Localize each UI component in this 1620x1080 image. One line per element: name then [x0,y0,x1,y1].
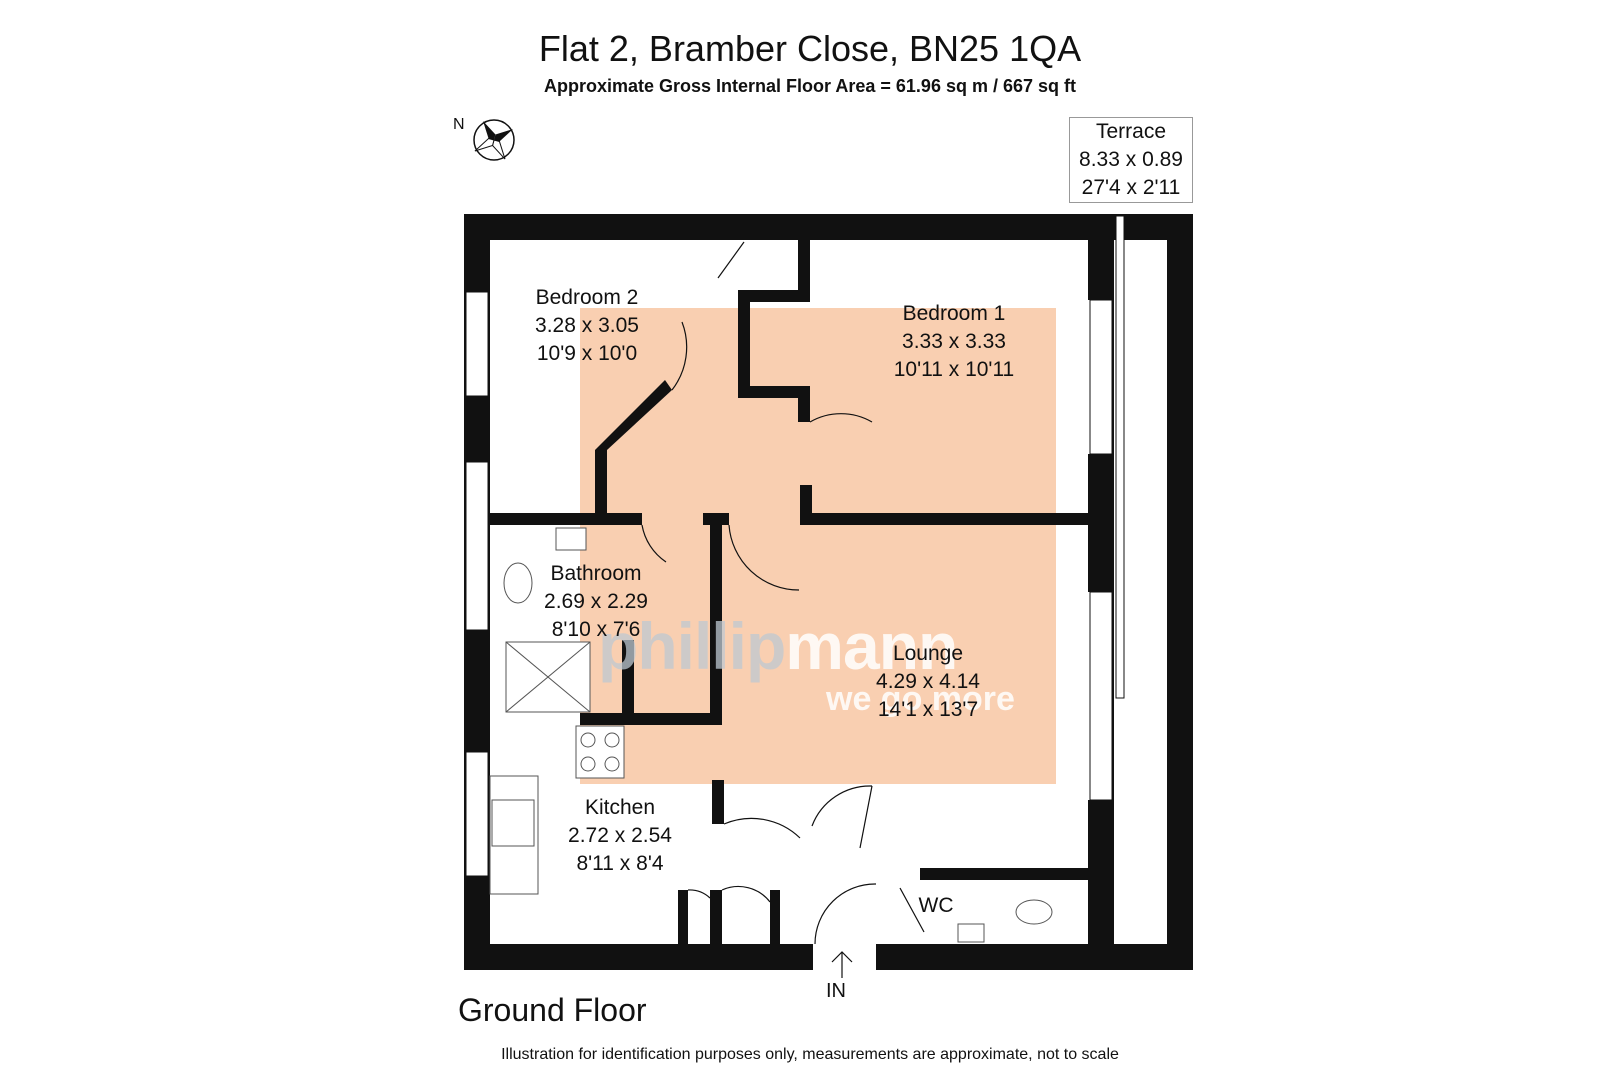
wc-sink [957,923,985,943]
entrance-arrow-icon [831,951,853,978]
windows [465,215,1125,877]
room-name: Bedroom 2 [535,286,639,309]
room-metric: 3.28 x 3.05 [535,314,639,337]
room-name: Bedroom 1 [902,302,1006,325]
room-metric: 4.29 x 4.14 [876,670,980,693]
watermark-brand-b: mann [785,609,958,683]
hob [575,725,625,779]
kitchen-counter [489,775,539,895]
room-name: Bathroom [550,562,642,585]
door-swings [641,241,925,945]
entrance-label: IN [826,980,846,1002]
room-imperial: 8'10 x 7'6 [551,618,641,641]
bath-toilet [503,562,533,604]
wc-toilet [1015,899,1053,925]
disclaimer: Illustration for identification purposes… [501,1046,1119,1063]
room-imperial: 8'11 x 8'4 [576,852,664,875]
fixtures [489,527,1053,943]
watermark-brand-a: phillip [598,609,786,683]
room-metric: 2.72 x 2.54 [568,824,672,847]
terrace-metric: 8.33 x 0.89 [1079,148,1183,171]
room-imperial: 14'1 x 13'7 [877,698,979,721]
terrace-name: Terrace [1095,120,1167,143]
terrace-label: Terrace 8.33 x 0.89 27'4 x 2'11 [1069,117,1193,203]
room-imperial: 10'9 x 10'0 [536,342,638,365]
north-label: N [453,116,465,133]
kitchen-sink [491,799,535,847]
room-imperial: 10'11 x 10'11 [893,358,1015,381]
bath-sink [555,527,587,551]
room-bedroom-2: Bedroom 2 3.28 x 3.05 10'9 x 10'0 [497,284,677,368]
room-name: WC [918,894,954,917]
watermark-tagline: we go more [826,680,1015,718]
floor-label: Ground Floor [458,992,647,1028]
compass-icon [473,119,515,161]
room-lounge: Lounge 4.29 x 4.14 14'1 x 13'7 [838,640,1018,724]
room-metric: 3.33 x 3.33 [902,330,1006,353]
room-kitchen: Kitchen 2.72 x 2.54 8'11 x 8'4 [530,794,710,878]
room-bathroom: Bathroom 2.69 x 2.29 8'10 x 7'6 [506,560,686,644]
room-name: Lounge [892,642,964,665]
page-title: Flat 2, Bramber Close, BN25 1QA [538,28,1082,69]
room-wc: WC [886,892,986,920]
watermark-logo: phillipmann [598,608,958,684]
floor-area-subtitle: Approximate Gross Internal Floor Area = … [543,76,1076,96]
room-metric: 2.69 x 2.29 [544,590,648,613]
room-name: Kitchen [584,796,656,819]
internal-walls [490,238,1090,946]
room-bedroom-1: Bedroom 1 3.33 x 3.33 10'11 x 10'11 [864,300,1044,384]
terrace-imperial: 27'4 x 2'11 [1081,176,1181,199]
